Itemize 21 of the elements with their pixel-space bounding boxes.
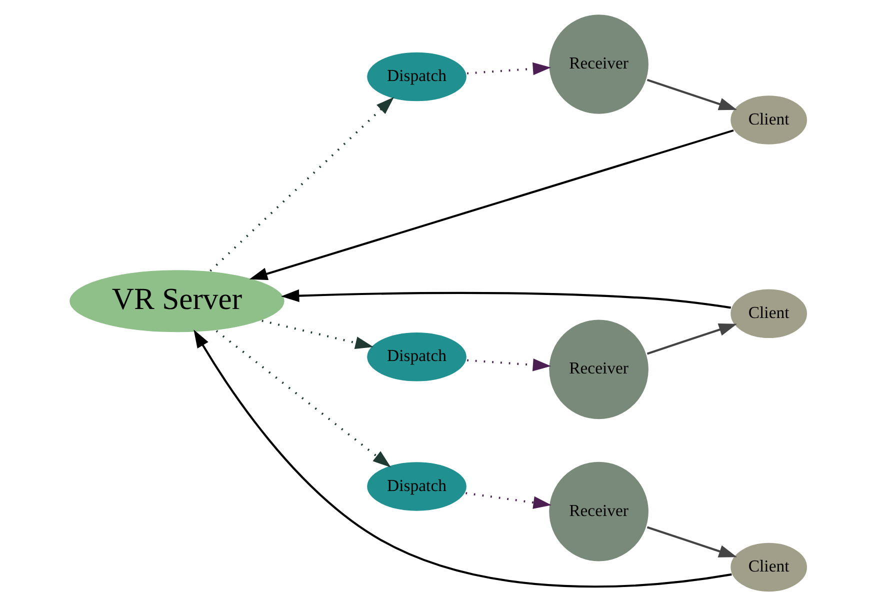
node-circle: Receiver <box>547 13 650 116</box>
arrow <box>209 96 394 272</box>
node-ellipse: Dispatch <box>365 331 468 383</box>
arrow <box>646 526 736 558</box>
arrow <box>466 358 551 372</box>
node-circle: Receiver <box>547 318 650 420</box>
node-ellipse: Client <box>728 288 808 340</box>
arrow <box>280 289 731 309</box>
node-ellipse: Dispatch <box>365 460 468 512</box>
node-circle: Receiver <box>547 460 650 563</box>
arrow <box>646 78 736 110</box>
arrow <box>261 320 373 350</box>
node-ellipse: Dispatch <box>365 51 468 103</box>
arrow <box>465 492 551 509</box>
node-ellipse: Client <box>728 542 808 594</box>
arrow <box>248 129 734 280</box>
arrow <box>466 62 551 76</box>
arrow <box>215 330 390 468</box>
node-ellipse: Client <box>728 94 808 146</box>
arrow <box>193 330 732 588</box>
arrow <box>646 324 736 355</box>
